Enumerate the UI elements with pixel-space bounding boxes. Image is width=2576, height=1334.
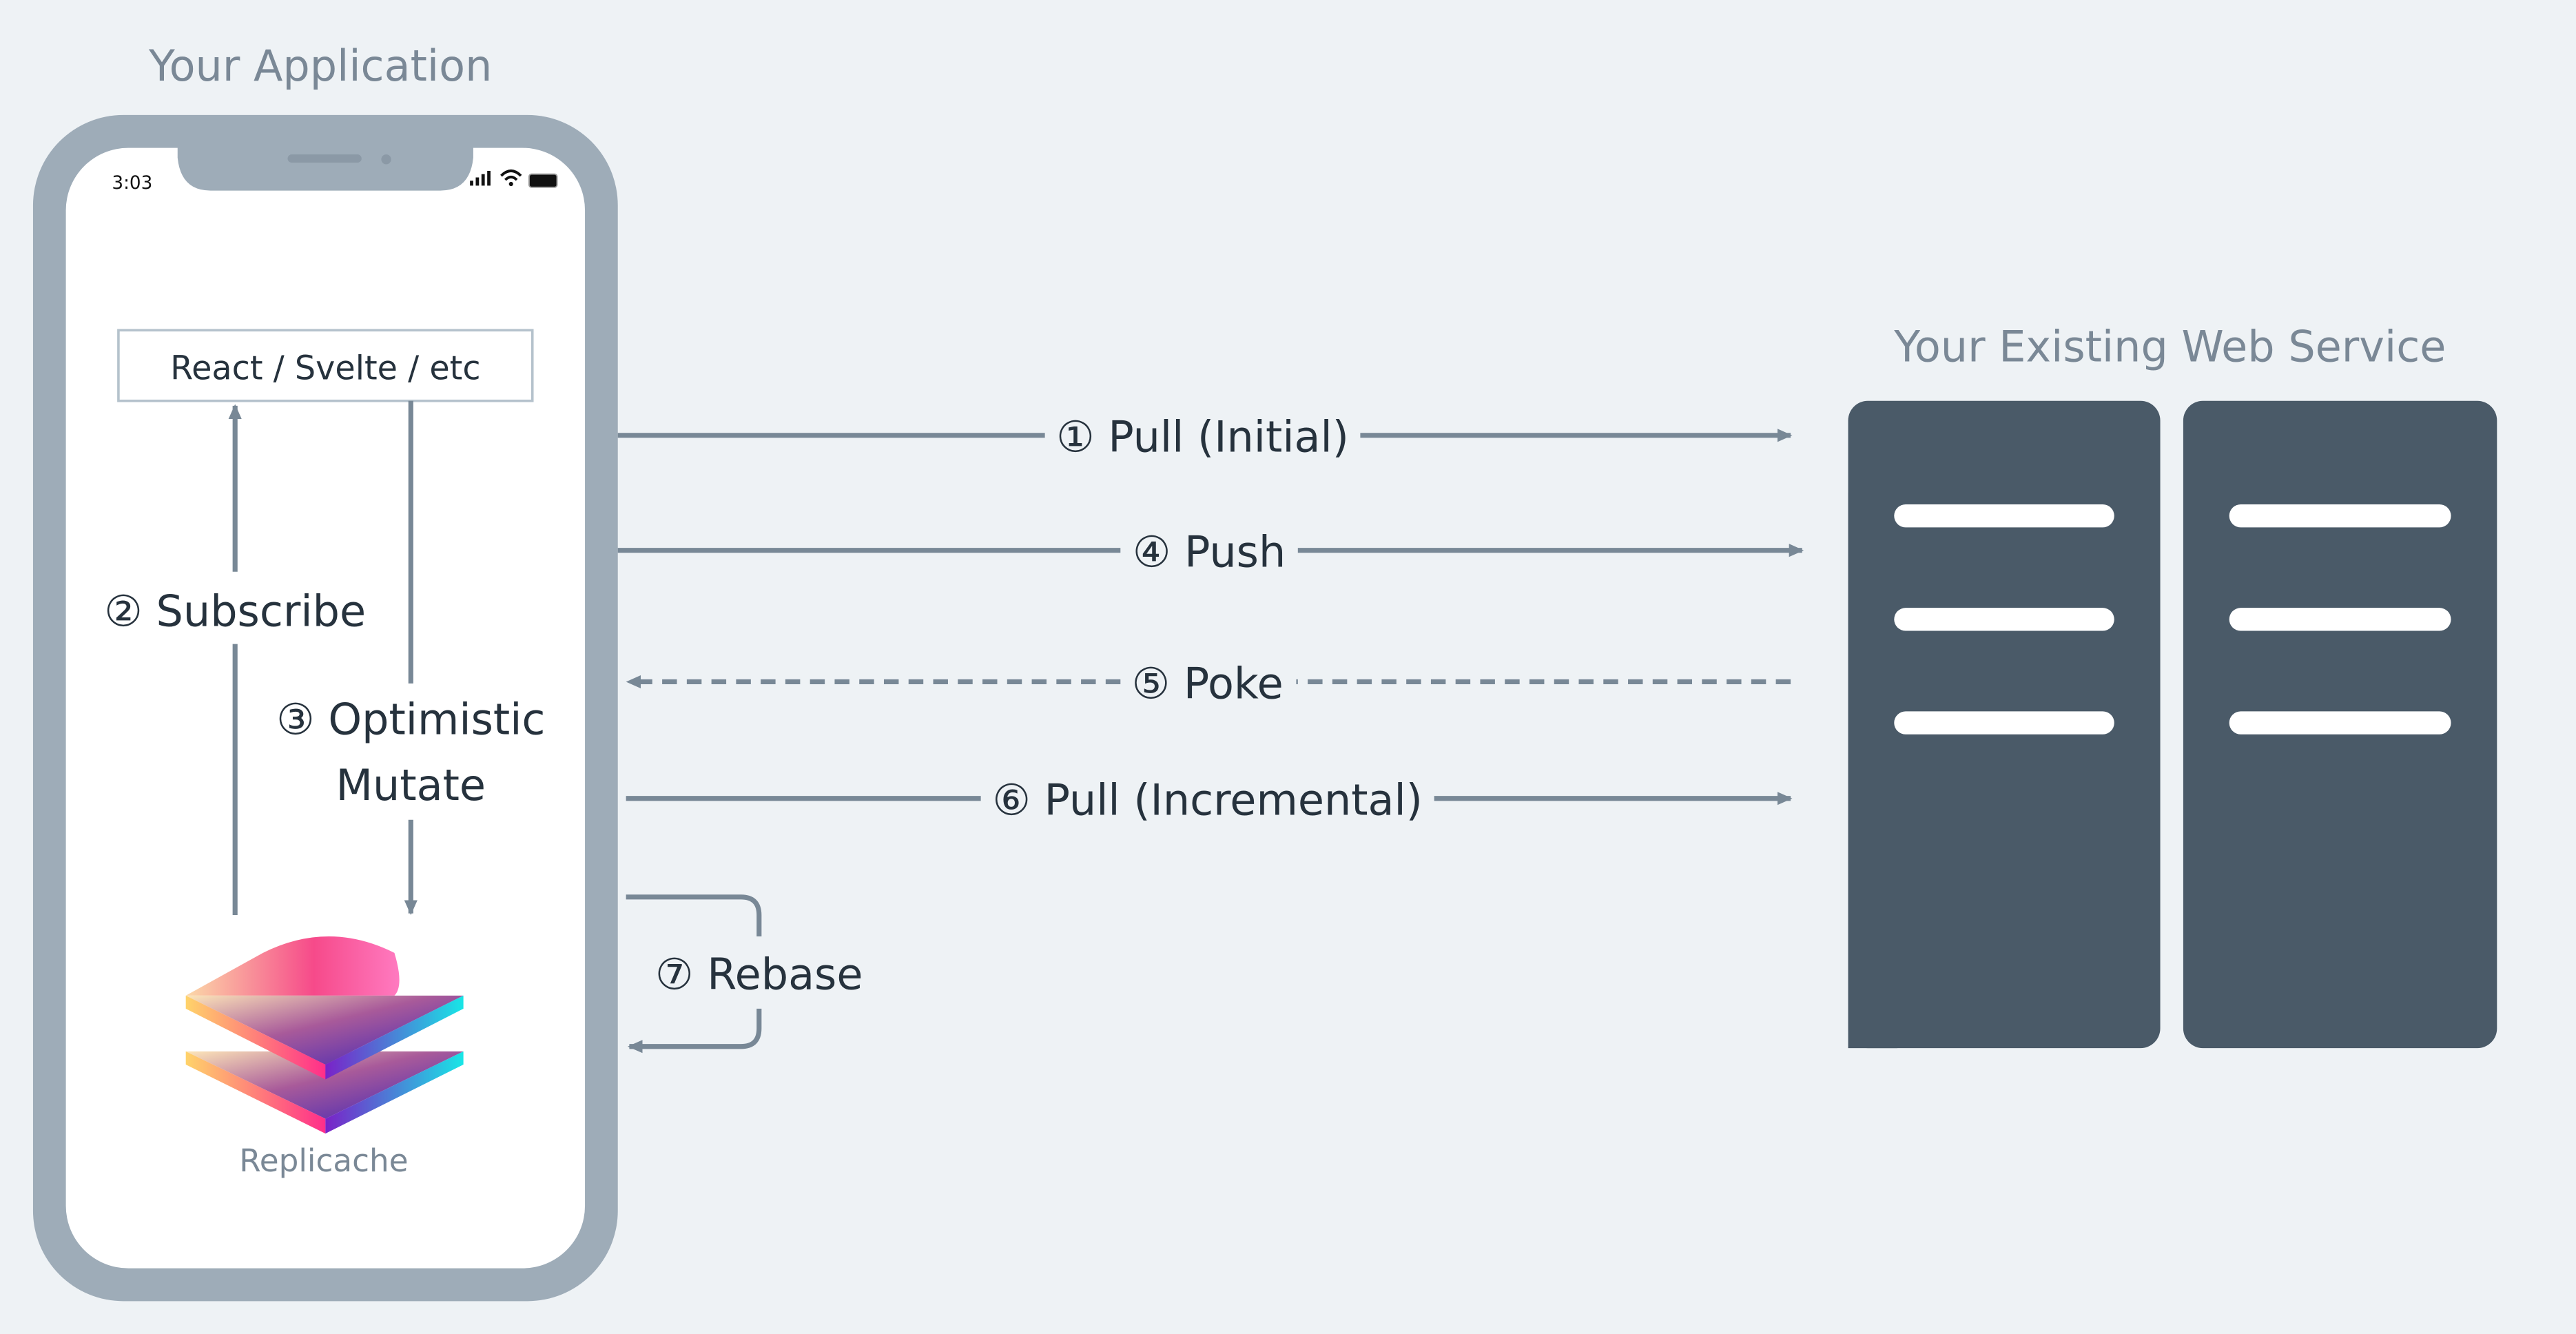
framework-label: React / Svelte / etc	[170, 350, 480, 388]
push-label: ④ Push	[1133, 527, 1286, 577]
battery-icon	[528, 173, 558, 188]
subscribe-label: ② Subscribe	[104, 586, 366, 636]
pull-initial-label: ① Pull (Initial)	[1056, 412, 1349, 462]
service-title: Your Existing Web Service	[1893, 322, 2446, 372]
framework-box	[117, 329, 534, 402]
signal-icon	[470, 170, 491, 186]
pull-incremental-label: ⑥ Pull (Incremental)	[992, 775, 1423, 825]
app-title: Your Application	[148, 41, 492, 91]
replicache-label: Replicache	[239, 1142, 408, 1179]
web-service-server	[1848, 400, 2497, 1049]
mutate-label: Mutate	[336, 760, 486, 810]
optimistic-label: ③ Optimistic	[276, 695, 545, 745]
wifi-icon	[500, 170, 522, 181]
phone-mockup: 3:03 React / Svelte / etc ② Subscribe ③ …	[32, 114, 618, 1302]
poke-label: ⑤ Poke	[1132, 658, 1284, 708]
rebase-arrow	[626, 894, 762, 1054]
notch	[177, 144, 473, 191]
rebase-label: ⑦ Rebase	[655, 949, 863, 999]
status-time: 3:03	[112, 173, 152, 194]
replicache-logo	[185, 936, 464, 1134]
